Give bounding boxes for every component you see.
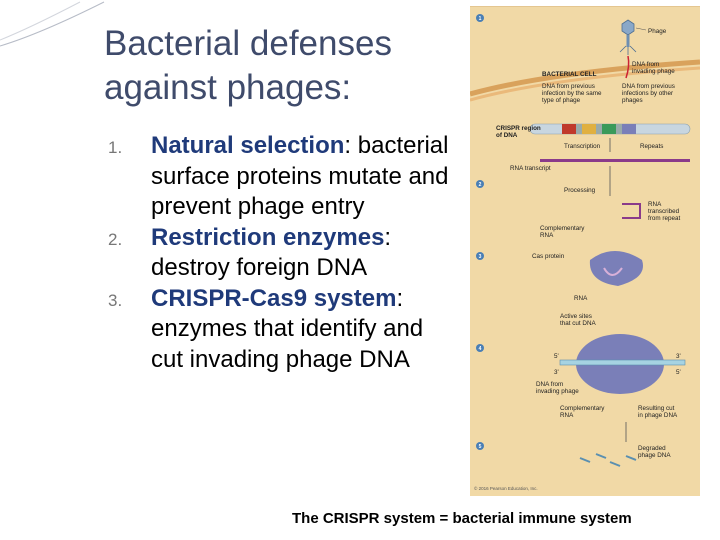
cas-protein-label: Cas protein — [532, 253, 565, 260]
invading-dna — [625, 55, 630, 79]
rna-transcribed-label-3: from repeat — [648, 215, 680, 222]
cas-protein-shape — [589, 251, 643, 286]
corner-decoration — [0, 1, 105, 47]
step-5-label: 5 — [479, 444, 482, 450]
rna-transcript-label: RNA transcript — [510, 165, 551, 172]
crispr-region-label-2: of DNA — [496, 132, 518, 139]
step-markers — [476, 14, 484, 450]
title-line-2: against phages: — [104, 68, 352, 107]
five-prime-right: 5' — [676, 369, 681, 376]
step-4-label: 4 — [479, 346, 482, 352]
copyright-label: © 2016 Pearson Education, Inc. — [474, 485, 538, 491]
defense-list: 1. Natural selection: bacterial surface … — [108, 131, 458, 375]
list-number: 3. — [108, 290, 123, 310]
transcription-label: Transcription — [564, 143, 601, 150]
complementary-rna-label-1: Complementary — [540, 225, 585, 232]
dna-from-invading-label-2: invading phage — [536, 388, 579, 395]
complementary-rna-label-2: RNA — [540, 232, 554, 239]
three-prime-right: 3' — [676, 353, 681, 360]
three-prime-left: 3' — [554, 369, 559, 376]
crispr-region-label-1: CRISPR region — [496, 125, 541, 132]
dna-invading-label-2: invading phage — [632, 68, 675, 75]
crispr-figure: 1 2 3 4 5 Phage DNA from invading phage … — [470, 6, 700, 496]
complementary-rna-b-label-2: RNA — [560, 412, 574, 419]
degraded-label-2: phage DNA — [638, 452, 671, 459]
five-prime-left: 5' — [554, 353, 559, 360]
prev-other-label-2: infections by other — [622, 90, 673, 97]
list-number: 1. — [108, 138, 123, 157]
list-number: 2. — [108, 229, 123, 249]
rna-transcribed-label-2: transcribed — [648, 208, 680, 215]
slide-title: Bacterial defenses against phages: — [104, 22, 454, 110]
degraded-label-1: Degraded — [638, 445, 666, 452]
figure-background — [470, 6, 700, 496]
step-3-label: 3 — [479, 254, 482, 260]
list-term: Natural selection — [151, 132, 345, 159]
title-line-1: Bacterial defenses — [104, 24, 392, 63]
dna-from-invading-label-1: DNA from — [536, 381, 563, 388]
phage-label: Phage — [648, 28, 667, 35]
repeats-label: Repeats — [640, 143, 663, 150]
active-sites-label-1: Active sites — [560, 313, 592, 320]
list-item: 1. Natural selection: bacterial surface … — [108, 131, 458, 223]
cell-wall — [470, 59, 700, 97]
list-term: Restriction enzymes — [151, 223, 385, 251]
list-item: 2. Restriction enzymes: destroy foreign … — [108, 223, 458, 284]
bacterial-cell-label: BACTERIAL CELL — [542, 71, 597, 78]
rna-transcribed-label-1: RNA — [648, 201, 662, 208]
dna-invading-label-1: DNA from — [632, 61, 659, 68]
list-desc: : bacterial surface proteins mutate and … — [151, 132, 449, 220]
active-sites-label-2: that cut DNA — [560, 320, 596, 327]
prev-same-label-3: type of phage — [542, 97, 581, 104]
prev-other-label-3: phages — [622, 97, 643, 104]
slide-caption: The CRISPR system = bacterial immune sys… — [292, 510, 632, 527]
list-desc: : enzymes that identify and cut invading… — [151, 284, 424, 373]
processed-rna — [622, 203, 641, 219]
prev-same-label-1: DNA from previous — [542, 83, 595, 90]
prev-other-label-1: DNA from previous — [622, 83, 675, 90]
prev-same-label-2: infection by the same — [542, 90, 602, 97]
complementary-rna-b-label-1: Complementary — [560, 405, 605, 412]
degraded-dna — [579, 453, 637, 467]
list-desc: : destroy foreign DNA — [151, 223, 392, 282]
rna-transcript — [540, 159, 690, 162]
rna-label: RNA — [574, 295, 588, 302]
resulting-cut-label-1: Resulting cut — [638, 405, 675, 412]
list-item: 3. CRISPR-Cas9 system: enzymes that iden… — [108, 284, 458, 376]
phage-icon — [619, 19, 637, 55]
step-1-label: 1 — [479, 16, 482, 22]
processing-label: Processing — [564, 187, 596, 194]
step-2-label: 2 — [479, 182, 482, 188]
crispr-dna — [529, 123, 691, 135]
list-term: CRISPR-Cas9 system — [151, 284, 397, 312]
phage-dna-strand — [559, 359, 686, 366]
resulting-cut-label-2: in phage DNA — [638, 412, 678, 419]
